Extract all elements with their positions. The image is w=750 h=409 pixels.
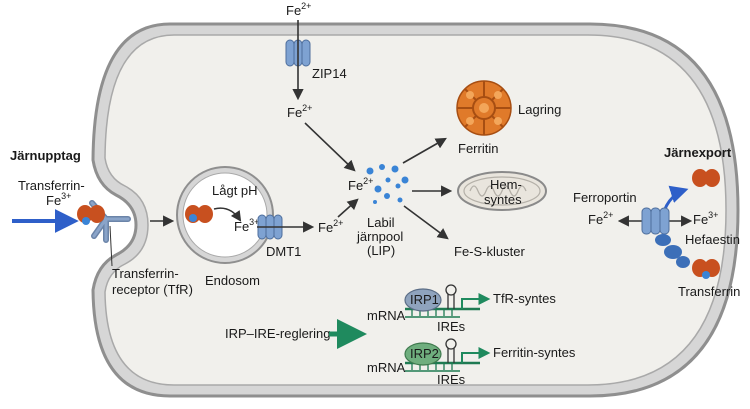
export-title: Järnexport — [664, 145, 732, 160]
lip-iron-dots — [366, 164, 409, 204]
fes-cluster-label: Fe-S-kluster — [454, 244, 525, 259]
irp1-protein — [404, 288, 442, 312]
cell — [91, 22, 740, 398]
ferritin-synthesis-arrow — [461, 347, 491, 363]
endosome — [176, 166, 274, 264]
zip14-to-lip-arrow — [304, 122, 356, 172]
mrna-label-2: mRNA — [367, 360, 406, 375]
lip-to-ferritin-arrow — [402, 137, 447, 164]
tfr-synthesis-arrow — [461, 293, 491, 309]
irp1-regulation — [404, 284, 491, 318]
ire-stem-loop-icon — [447, 294, 455, 309]
tfr-synthesis-label: TfR-syntes — [493, 291, 556, 306]
heme-label-line2: syntes — [484, 192, 522, 207]
mitochondrion-icon — [457, 171, 547, 211]
irp-ire-label: IRP–IRE-reglering — [225, 326, 331, 341]
zip14-fe2-inside: Fe2+ — [287, 103, 312, 120]
lip-fe2: Fe2+ — [348, 176, 373, 193]
lip-label-line2: järnpool — [356, 229, 403, 244]
transferrin-fe3-ion: Fe3+ — [46, 191, 71, 208]
low-ph-arrow — [213, 207, 242, 222]
ferritin-cage-icon — [456, 80, 512, 136]
dmt1-to-lip-arrow — [337, 198, 359, 218]
irp2-regulation — [404, 338, 491, 372]
transferrin-label: Transferrin — [678, 284, 740, 299]
ferroportin-channel-icon — [641, 207, 670, 235]
hephaestin-label: Hefaestin — [685, 232, 740, 247]
zip14-label: ZIP14 — [312, 66, 347, 81]
low-ph-label: Lågt pH — [212, 183, 258, 198]
transferrin-fe3-label: Transferrin- — [18, 178, 85, 193]
ferritin-synthesis-label: Ferritin-syntes — [493, 345, 576, 360]
tfr-label-line1: Transferrin- — [112, 266, 179, 281]
zip14-fe2-outside: Fe2+ — [286, 1, 311, 18]
storage-label: Lagring — [518, 102, 561, 117]
export-fe2: Fe2+ — [588, 210, 613, 227]
external-transferrin-icon — [692, 259, 720, 279]
mrna-label-1: mRNA — [367, 308, 406, 323]
ires-label-2: IREs — [437, 372, 466, 387]
tfr-label-line2: receptor (TfR) — [112, 282, 193, 297]
dmt1-label: DMT1 — [266, 244, 301, 259]
endosome-label: Endosom — [205, 273, 260, 288]
hephaestin-icon — [655, 234, 690, 268]
exported-transferrin-icon — [692, 169, 720, 187]
irp1-label: IRP1 — [410, 292, 439, 307]
cytoplasm — [104, 34, 727, 386]
ire-stem-loop-icon — [447, 348, 455, 363]
lip-label-line3: (LIP) — [367, 243, 395, 258]
endosome-transferrin-icon — [185, 205, 213, 223]
ires-label-1: IREs — [437, 319, 466, 334]
lip-label-line1: Labil — [367, 215, 395, 230]
transferrin-icon — [77, 205, 105, 225]
ferritin-label: Ferritin — [458, 141, 498, 156]
heme-label-line1: Hem- — [490, 177, 522, 192]
endosome-fe3: Fe3+ — [234, 217, 259, 234]
uptake-title: Järnupptag — [10, 148, 81, 163]
ferroportin-label: Ferroportin — [573, 190, 637, 205]
irp2-protein — [404, 342, 442, 366]
tfr-pointer — [109, 225, 113, 267]
lip-to-fes-arrow — [403, 205, 449, 240]
irp2-label: IRP2 — [410, 346, 439, 361]
dmt1-fe2: Fe2+ — [318, 218, 343, 235]
export-fe3: Fe3+ — [693, 210, 718, 227]
